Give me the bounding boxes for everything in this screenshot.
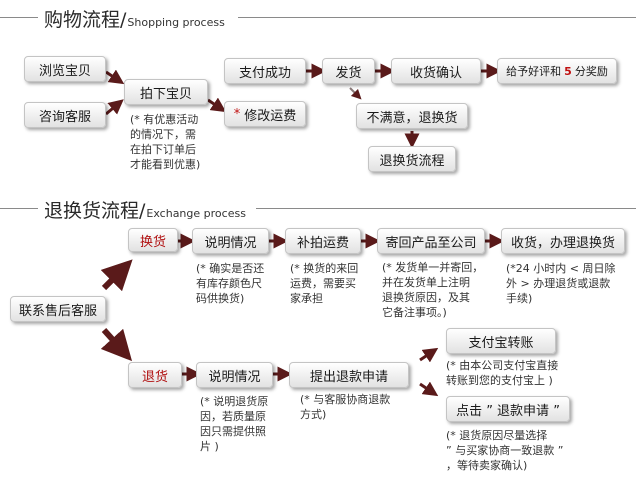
arrow-contact-swap [100,259,133,292]
ship-step: 发货 [322,58,375,84]
arrow-contact-refund [100,327,133,362]
apply-refund-step: 提出退款申请 [289,362,409,388]
arrow-order-modify [207,97,227,113]
explain-exchange-note: (* 确实是否还 有库存颜色尺 码供换货) [196,262,265,305]
repay-shipping-step: 补拍运费 [285,228,361,254]
repay-shipping-note: (* 换货的来回 运费，需要买 家承担 [290,262,359,305]
order-note: (* 有优惠活动 的情况下，需 在拍下订单后 才能看到优惠) [130,113,201,171]
review-reward-number: 5 [564,64,572,78]
return-flow-step: 退换货流程 [368,146,456,172]
explain-situation-exchange-step: 说明情况 [192,228,269,254]
exchange-section-title: 退换货流程/ Exchange process [44,196,246,223]
send-back-note: (* 发货单一并寄回， 并在发货单上注明 退换货原因，及其 它备注事项。) [382,261,484,319]
arrow-ship-unsatisfied [349,87,362,100]
exchange-rule-right [256,208,636,209]
review-reward-prefix: 给予好评和 [506,65,562,78]
return-goods-step: 退货 [128,362,182,388]
explain-return-note: (* 说明退货原 因，若质量原 因只需提供照 片 ) [200,395,269,453]
explain-situation-return-step: 说明情况 [196,362,273,388]
receive-process-exchange-step: 收货，办理退换货 [501,228,625,254]
alipay-transfer-note: (* 由本公司支付宝直接 转账到您的支付宝上 ) [446,359,559,387]
apply-refund-note: (* 与客服协商退款 方式) [300,393,391,421]
modify-shipping-label: 修改运费 [244,108,297,124]
receive-exchange-note: (*24 小时内 < 周日除 外 > 办理退货或退款 手续) [506,262,616,305]
send-back-product-step: 寄回产品至公司 [377,228,485,254]
receipt-confirm-step: 收货确认 [391,58,481,84]
title-rule-left [0,17,38,18]
payment-success-step: 支付成功 [224,58,306,84]
arrow-consult-order [105,99,124,116]
exchange-title-cn: 退换货流程/ [44,200,146,222]
place-order-step: 拍下宝贝 [124,79,208,105]
review-reward-suffix: 分奖励 [574,65,608,78]
unsatisfied-return-step: 不满意，退换货 [356,103,468,129]
arrow-apply-alipay [419,347,439,363]
contact-aftersales-step: 联系售后客服 [10,296,106,322]
alipay-transfer-step: 支付宝转账 [446,328,556,354]
shopping-title-en: Shopping process [127,16,225,29]
consult-service-step: 咨询客服 [24,102,106,128]
shopping-title-cn: 购物流程/ [44,9,127,31]
exchange-title-en: Exchange process [146,207,246,220]
modify-star-mark: * [233,106,241,122]
exchange-goods-step: 换货 [128,228,178,252]
title-rule-right [238,17,636,18]
arrow-apply-click [419,381,439,397]
review-reward-step: 给予好评和 5 分奖励 [497,58,617,84]
click-refund-note: (* 退货原因尽量选择 ” 与买家协商一致退款 ” ，等待卖家确认) [446,429,564,472]
shopping-section-title: 购物流程/ Shopping process [44,5,225,32]
exchange-rule-left [0,208,38,209]
arrow-browse-order [105,69,125,85]
browse-products-step: 浏览宝贝 [24,56,106,82]
click-refund-request-step: 点击 ” 退款申请 ” [446,396,570,422]
modify-shipping-step: * 修改运费 [224,101,306,127]
